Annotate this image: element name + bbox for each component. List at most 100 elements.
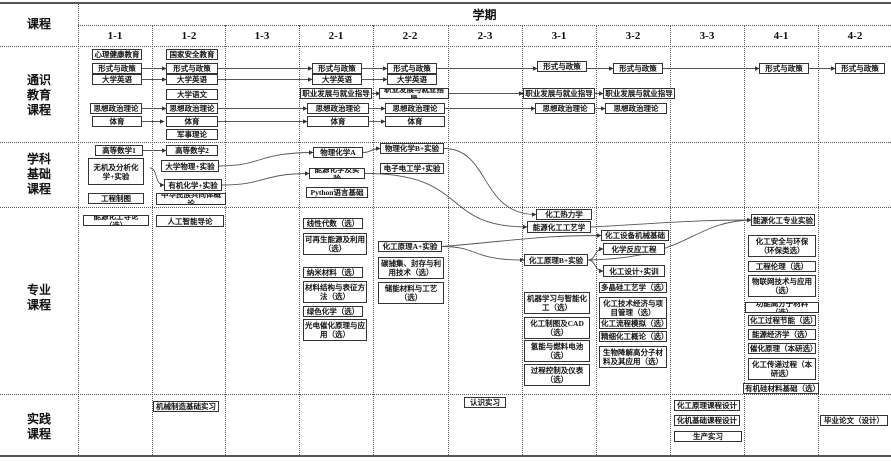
course-box-major: 光电催化原理与应用（选） — [303, 319, 367, 341]
course-box-general: 大学英语 — [166, 74, 218, 85]
prerequisite-arrow — [364, 173, 528, 230]
course-box-major: 有机硅材料基础（选） — [743, 383, 819, 394]
course-box-general: 形式与政策 — [835, 63, 885, 74]
course-column-header: 课程 — [26, 17, 51, 31]
course-box-major: 能源经济学（选） — [748, 329, 816, 340]
course-box-general: 形式与政策 — [312, 63, 362, 74]
section-major: 专业 课程 — [26, 283, 51, 312]
header-bottom-divider — [0, 46, 891, 47]
course-box-major: 人工智能导论 — [156, 215, 224, 227]
course-box-general: 体育 — [92, 116, 142, 127]
course-box-foundation: Python语言基础 — [306, 187, 368, 198]
course-box-major: 化学反应工程 — [603, 243, 665, 255]
course-box-major: 化工原理A+实验 — [378, 241, 442, 252]
course-box-major: 工程伦理（选） — [748, 261, 816, 272]
course-box-general: 思想政治理论 — [166, 103, 218, 114]
course-box-major: 过程控制及仪表（选） — [524, 364, 590, 386]
course-box-major: 化工制图及CAD（选） — [524, 317, 590, 339]
course-box-general: 职业发展与就业指导 — [603, 88, 675, 99]
course-box-foundation: 高等数学2 — [166, 145, 218, 156]
prerequisite-arrow — [443, 148, 537, 217]
column-divider — [744, 25, 745, 455]
course-box-practice: 毕业论文（设计） — [820, 415, 888, 426]
course-box-major: 可再生能源及利用（选） — [303, 233, 367, 255]
course-box-general: 大学英语 — [387, 74, 437, 85]
course-box-major: 机器学习与智能化工（选） — [524, 292, 590, 314]
course-box-general: 思想政治理论 — [385, 103, 445, 114]
course-box-foundation: 能源化学及实验 — [309, 168, 365, 179]
term-label: 2-3 — [477, 30, 493, 42]
course-box-general: 体育 — [307, 116, 369, 127]
section-practice: 实践 课程 — [26, 412, 51, 441]
course-box-practice: 化工原理课程设计 — [674, 400, 740, 411]
course-box-general: 大学英语 — [312, 74, 362, 85]
course-box-major: 能源化工专业实验 — [751, 214, 815, 226]
prerequisite-arrow — [590, 217, 752, 228]
course-box-foundation: 高等数学1 — [95, 145, 143, 156]
course-box-major: 物联网技术与应用（选） — [748, 275, 816, 297]
course-box-general: 形式与政策 — [92, 63, 142, 74]
course-box-major: 化工流程模拟（选） — [599, 318, 667, 329]
course-box-general: 思想政治理论 — [90, 103, 142, 114]
column-divider — [78, 3, 79, 455]
term-label: 1-3 — [254, 30, 270, 42]
prerequisite-arrow — [218, 150, 314, 167]
course-box-major: 精细化工概论（选） — [599, 331, 667, 342]
course-box-major: 化工热力学 — [536, 209, 592, 220]
term-label: 1-2 — [181, 30, 197, 42]
course-box-general: 思想政治理论 — [605, 103, 667, 114]
course-box-major: 化工原理B+实验 — [524, 254, 588, 266]
section-divider — [0, 394, 891, 395]
course-box-practice: 生产实习 — [674, 431, 742, 442]
prerequisite-arrow — [362, 146, 381, 153]
course-box-general: 形式与政策 — [613, 63, 663, 74]
course-box-major: 碳捕集、封存与利用技术（选） — [378, 257, 444, 279]
course-box-practice: 认识实习 — [464, 397, 506, 408]
term-header: 学期 — [472, 8, 497, 22]
course-box-major: 纳米材料（选） — [303, 267, 363, 278]
term-label: 2-2 — [402, 30, 418, 42]
course-box-foundation: 中华民族共同体概论 — [156, 193, 226, 205]
course-box-general: 军事理论 — [166, 129, 218, 140]
course-box-major: 化工传递过程（本研选） — [748, 358, 816, 380]
top-rule — [0, 2, 891, 4]
course-box-major: 化工技术经济与项目管理（选） — [599, 297, 667, 319]
header-divider — [78, 25, 891, 26]
course-box-major: 绿色化学（选） — [303, 306, 363, 317]
course-box-general: 体育 — [385, 116, 445, 127]
term-label: 1-1 — [107, 30, 123, 42]
course-box-major: 化工设计+实训 — [603, 265, 665, 277]
course-box-practice: 机械制造基础实习 — [153, 401, 219, 412]
section-divider — [0, 207, 891, 208]
prerequisite-arrow — [221, 171, 310, 186]
course-box-major: 能源化工导论（选） — [83, 215, 149, 226]
course-box-major: 化工安全与环保（环保类选） — [748, 235, 816, 257]
column-divider — [299, 25, 300, 455]
column-divider — [152, 25, 153, 455]
course-box-major: 线性代数（选） — [303, 218, 363, 229]
course-box-practice: 化机基础课程设计 — [674, 415, 740, 426]
column-divider — [670, 25, 671, 455]
term-label: 2-1 — [328, 30, 344, 42]
course-box-major: 化工过程节能（选） — [748, 315, 816, 326]
section-foundation: 学科 基础 课程 — [26, 152, 51, 196]
course-box-general: 大学英语 — [92, 74, 142, 85]
column-divider — [596, 25, 597, 455]
course-box-major: 材料结构与表征方法（选） — [303, 281, 367, 303]
course-box-general: 职业发展与就业指导 — [523, 88, 595, 99]
course-box-general: 思想政治理论 — [535, 103, 595, 114]
course-box-major: 化工设备机械基础 — [601, 230, 669, 241]
column-divider — [522, 25, 523, 455]
course-box-general: 大学语文 — [166, 89, 218, 100]
prerequisite-arrow — [441, 233, 602, 247]
course-box-major: 能源化工工艺学 — [527, 221, 591, 233]
course-box-foundation: 工程制图 — [88, 193, 144, 204]
bottom-rule — [0, 455, 891, 457]
course-box-general: 形式与政策 — [759, 63, 809, 74]
course-box-foundation: 电子电工学+实验 — [380, 163, 444, 174]
column-divider — [448, 25, 449, 455]
prerequisite-arrow — [587, 217, 752, 261]
section-divider — [0, 142, 891, 143]
course-box-major: 生物降解高分子材料及其应用（选） — [599, 346, 667, 368]
